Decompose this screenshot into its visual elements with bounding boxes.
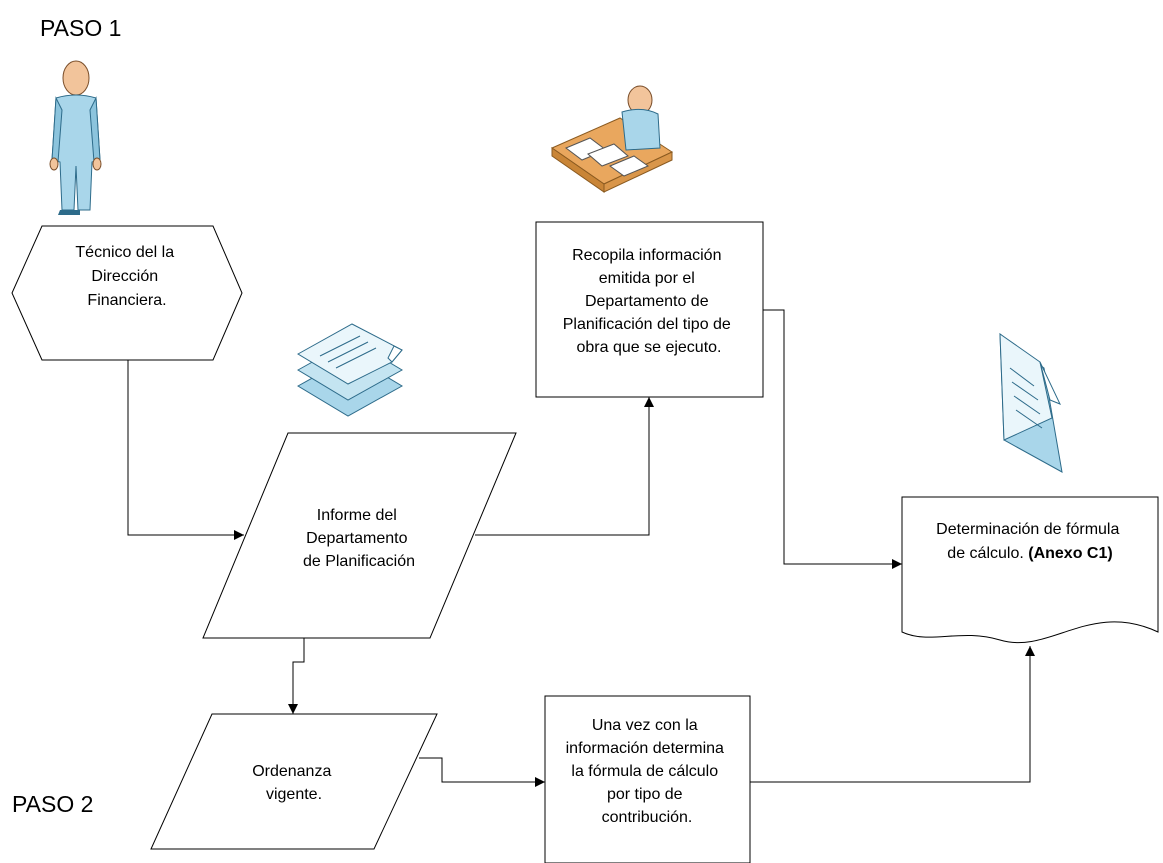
node-determinacion-line-1: Determinación de fórmula	[936, 521, 1119, 538]
node-tecnico: Técnico del la Dirección Financiera.	[11, 225, 243, 361]
node-informe-line-1: Informe del	[317, 507, 397, 524]
connector-informe-to-recopila	[475, 397, 654, 536]
node-determinacion-line-2: de cálculo.	[947, 545, 1028, 562]
node-determinacion: Determinación de fórmula de cálculo. (An…	[901, 496, 1159, 644]
node-unavez-line-4: por tipo de	[607, 786, 683, 803]
node-recopila-line-3: Departamento de	[585, 293, 709, 310]
node-determinacion-annex: (Anexo C1)	[1028, 545, 1112, 562]
person-standing-icon	[49, 60, 102, 215]
svg-text:Una vez con la informaci: Una vez con la información determina la …	[566, 717, 729, 826]
node-tecnico-line-2: Dirección	[91, 268, 158, 285]
node-informe: Informe del Departamento de Planificació…	[202, 432, 517, 639]
connector-unavez-to-determinacion	[750, 646, 1035, 783]
document-icon	[999, 332, 1063, 473]
connector-tecnico-to-informe	[127, 360, 244, 540]
node-ordenanza: Ordenanza vigente.	[150, 713, 438, 850]
connector-recopila-to-determinacion	[763, 309, 902, 569]
node-unavez-line-2: información determina	[566, 740, 724, 757]
person-at-desk-icon	[550, 85, 674, 193]
svg-text:Recopila información emi: Recopila información emitida por el Depa…	[563, 247, 736, 356]
node-tecnico-line-1: Técnico del la	[75, 244, 174, 261]
node-informe-line-3: de Planificación	[303, 553, 415, 570]
document-stack-icon	[297, 323, 403, 417]
node-unavez: Una vez con la información determina la …	[544, 695, 751, 863]
node-recopila-line-2: emitida por el	[599, 270, 695, 287]
node-informe-line-2: Departamento	[306, 530, 407, 547]
step-2-title: PASO 2	[12, 791, 93, 817]
node-ordenanza-line-1: Ordenanza	[252, 763, 331, 780]
node-unavez-line-3: la fórmula de cálculo	[571, 763, 718, 780]
connector-informe-to-ordenanza	[288, 638, 305, 714]
node-recopila-line-1: Recopila información	[572, 247, 721, 264]
node-unavez-line-1: Una vez con la	[592, 717, 698, 734]
svg-text:Técnico del la Dirección: Técnico del la Dirección Financiera.	[75, 244, 178, 309]
node-recopila-line-5: obra que se ejecuto.	[577, 339, 722, 356]
node-ordenanza-line-2: vigente.	[266, 786, 322, 803]
svg-text:Determinación de fórmula: Determinación de fórmula de cálculo. (An…	[936, 521, 1124, 562]
connector-ordenanza-to-unavez	[419, 757, 545, 787]
svg-text:Informe del Departamento: Informe del Departamento de Planificació…	[303, 507, 415, 570]
svg-text:Ordenanza vigente.: Ordenanza vigente.	[252, 763, 336, 803]
node-recopila: Recopila información emitida por el Depa…	[535, 221, 764, 398]
step-1-title: PASO 1	[40, 15, 121, 41]
node-recopila-line-4: Planificación del tipo de	[563, 316, 731, 333]
node-unavez-line-5: contribución.	[602, 809, 693, 826]
node-tecnico-line-3: Financiera.	[87, 292, 166, 309]
